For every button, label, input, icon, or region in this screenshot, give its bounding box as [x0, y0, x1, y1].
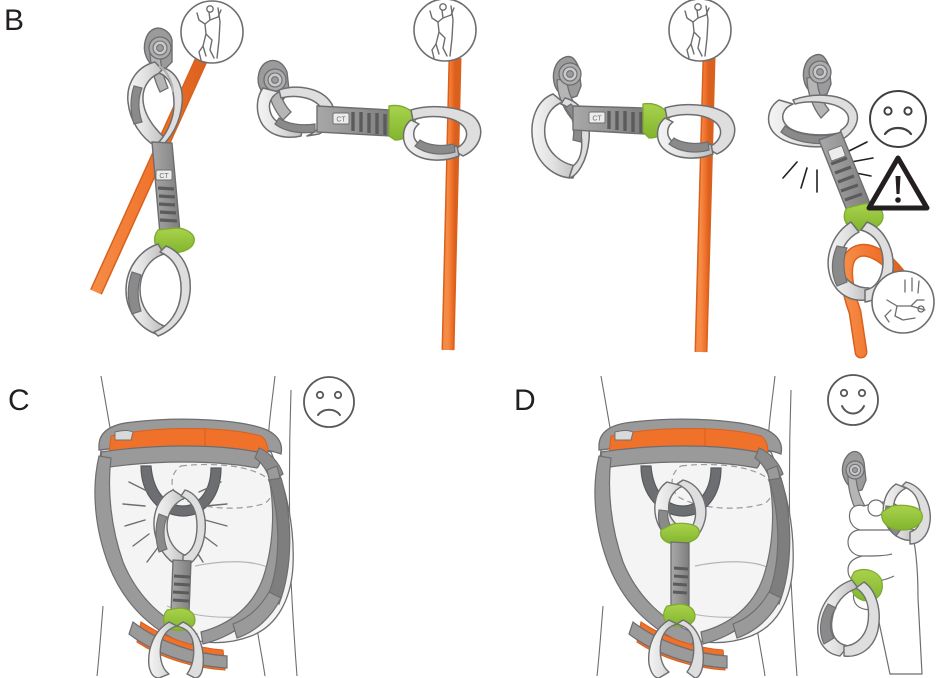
figure-c1: [55, 370, 375, 678]
panel-letter-d: D: [514, 384, 536, 417]
upper-carabiner: [153, 489, 206, 569]
sling-stitching: [157, 186, 178, 223]
lower-carabiner: [656, 103, 736, 159]
stress-lines: [122, 481, 228, 563]
sling-stitching: [830, 156, 863, 202]
svg-text:CT: CT: [336, 117, 346, 124]
sad-face-icon: [303, 376, 355, 428]
warning-triangle-icon: [866, 155, 930, 211]
lower-carabiner: [648, 619, 704, 678]
quickdraw-sling: CT: [572, 105, 646, 135]
figure-d1: [555, 370, 879, 678]
quickdraw-sling: [818, 131, 872, 217]
rope: [90, 42, 214, 295]
figure-b4: [755, 0, 942, 370]
inset-climber: [180, 0, 244, 64]
bolt-hanger-icon: [802, 53, 832, 119]
panel-letter-c: C: [8, 384, 30, 417]
svg-text:CT: CT: [592, 116, 602, 123]
sad-face-icon: [869, 90, 927, 148]
lower-carabiner: [817, 579, 880, 657]
figure-b3: CT: [515, 0, 745, 370]
lower-carabiner: [148, 621, 204, 678]
inset-climber: [668, 0, 732, 62]
figure-d2: [790, 448, 942, 678]
rope: [694, 57, 716, 353]
figure-b2: CT: [245, 0, 490, 370]
happy-face-icon: [827, 374, 879, 426]
figure-b1: CT: [60, 0, 260, 370]
lower-carabiner: [125, 243, 191, 337]
sling-stitching: [607, 111, 643, 133]
quickdraw-sling: [170, 559, 192, 615]
svg-text:CT: CT: [159, 173, 169, 180]
quickdraw-sling: CT: [151, 141, 181, 235]
inset-climber: [413, 0, 477, 62]
sling-stitching: [172, 574, 191, 603]
waist-belt: [98, 418, 284, 483]
bolt-hanger-icon: [841, 450, 867, 515]
lower-carabiner: [402, 105, 482, 161]
panel-letter-b: B: [4, 4, 25, 37]
sling-stitching: [351, 112, 387, 135]
rope: [441, 57, 462, 351]
sling-stitching: [672, 566, 689, 595]
inset-falling-climber: [871, 270, 935, 334]
rubber-keeper-top: [881, 504, 923, 531]
upper-carabiner: [256, 86, 336, 138]
quickdraw-sling: [670, 541, 690, 609]
waist-belt: [598, 418, 784, 483]
rubber-keeper-top: [660, 522, 700, 545]
quickdraw-sling: CT: [316, 105, 392, 137]
hand: [847, 499, 923, 675]
